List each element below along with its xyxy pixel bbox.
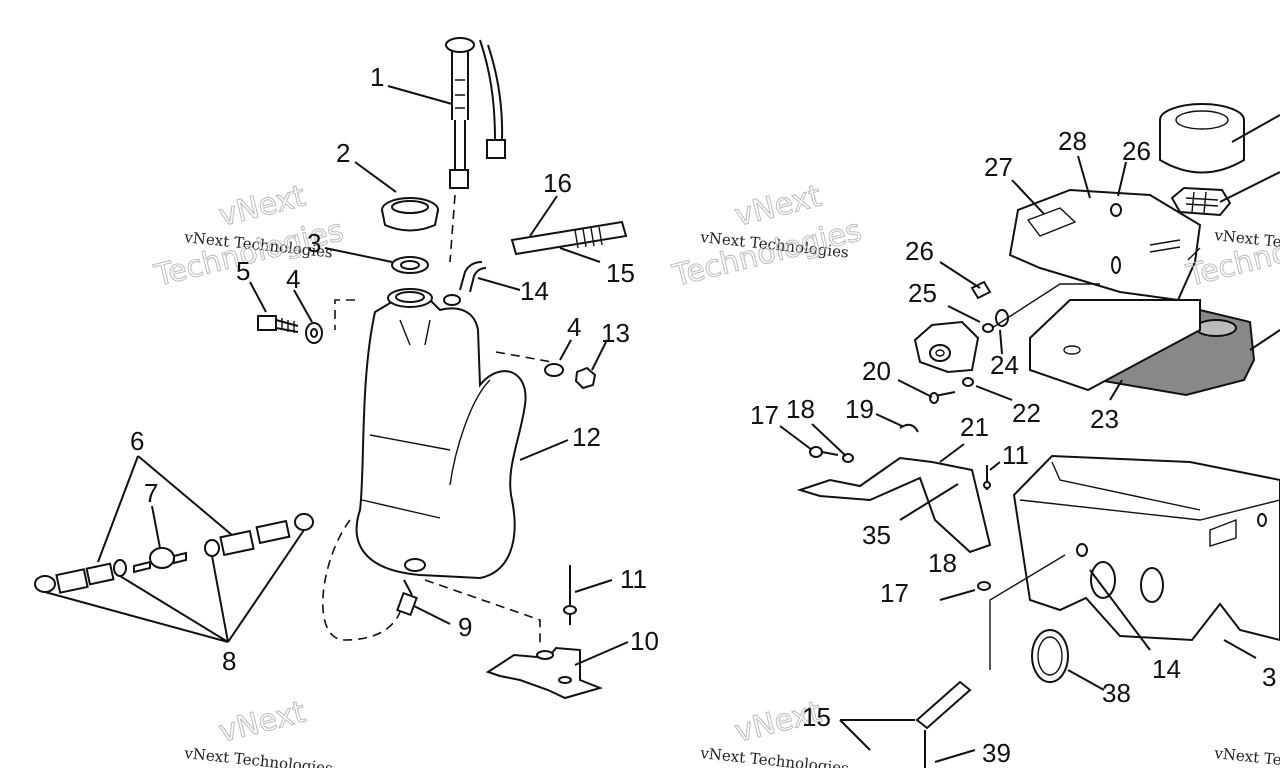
callout-18-bottom: 18 — [928, 548, 957, 578]
watermark-company: vNext Technologies — [1213, 744, 1280, 768]
callout-3: 3 — [307, 228, 321, 258]
drain-hose — [915, 680, 972, 768]
valve-actuator — [913, 320, 980, 374]
watermark-bottom-left: vNext vNext Technologies — [183, 694, 334, 768]
callout-28: 28 — [1058, 126, 1087, 156]
callout-16: 16 — [543, 168, 572, 198]
vent-hose — [510, 220, 628, 256]
callout-13: 13 — [601, 318, 630, 348]
watermark-company: vNext Technologies — [183, 744, 334, 768]
inlet-grommet — [1031, 629, 1069, 683]
callout-35: 35 — [862, 520, 891, 550]
support-bracket — [796, 456, 992, 554]
watermark-bottom-right: vNext Technologies — [1213, 744, 1280, 768]
callout-27: 27 — [984, 152, 1013, 182]
fuel-gauge-sender — [445, 37, 506, 189]
washer-left — [305, 322, 323, 344]
callout-23: 23 — [1090, 404, 1119, 434]
drain-pin — [563, 565, 577, 625]
callout-10: 10 — [630, 626, 659, 656]
washer-right — [544, 363, 564, 377]
callout-22: 22 — [1012, 398, 1041, 428]
watermark-company: vNext Technologies — [699, 744, 850, 768]
callout-15-left: 15 — [606, 258, 635, 288]
callout-6: 6 — [130, 426, 144, 456]
watermark-top-right: vNext vNext Technologies Technologies — [668, 178, 865, 294]
mount-bolt — [257, 315, 299, 333]
watermark-brand: vNext — [215, 695, 309, 750]
routing-lines-right — [989, 283, 1100, 670]
nut — [574, 366, 597, 390]
filter-plate — [1029, 299, 1201, 392]
callout-15-right: 15 — [802, 702, 831, 732]
callouts-left: 1 2 3 5 4 16 15 14 4 13 12 6 7 11 9 10 8 — [130, 62, 659, 676]
callout-26-top: 26 — [1122, 136, 1151, 166]
callout-9: 9 — [458, 612, 472, 642]
callout-7: 7 — [144, 478, 158, 508]
callout-19: 19 — [845, 394, 874, 424]
outlet-fitting — [396, 579, 418, 617]
callout-18-top: 18 — [786, 394, 815, 424]
bracket-left — [485, 646, 604, 700]
callout-26-left: 26 — [905, 236, 934, 266]
callout-1: 1 — [370, 62, 384, 92]
fuel-cap — [381, 197, 439, 232]
callout-20: 20 — [862, 356, 891, 386]
callout-2: 2 — [336, 138, 350, 168]
callout-17-bottom: 17 — [880, 578, 909, 608]
callout-4-left: 4 — [286, 264, 300, 294]
leaders-left — [44, 85, 629, 666]
fuel-tank — [355, 288, 527, 580]
callout-39: 39 — [982, 738, 1011, 768]
cap-gasket — [391, 256, 429, 274]
callout-21: 21 — [960, 412, 989, 442]
callout-5: 5 — [236, 256, 250, 286]
callout-11-right: 11 — [1002, 440, 1029, 470]
callout-25: 25 — [908, 278, 937, 308]
intake-boot — [1159, 103, 1245, 217]
callout-24: 24 — [990, 350, 1019, 380]
airbox-lid — [1008, 188, 1202, 302]
callout-8: 8 — [222, 646, 236, 676]
callout-3-right: 3 — [1262, 662, 1276, 692]
callout-4-right: 4 — [567, 312, 581, 342]
fuel-fitting-elbow — [459, 261, 487, 293]
callout-14-right: 14 — [1152, 654, 1181, 684]
callout-11-left: 11 — [620, 564, 647, 594]
callout-17-top: 17 — [750, 400, 779, 430]
callout-38: 38 — [1102, 678, 1131, 708]
callout-14-left: 14 — [520, 276, 549, 306]
dashed-routing-left — [322, 194, 553, 648]
airbox-base — [1012, 454, 1280, 642]
callout-12: 12 — [572, 422, 601, 452]
leaders-right — [779, 114, 1280, 763]
fuel-line-filter-set — [34, 513, 314, 594]
callouts-right: 28 26 27 26 25 24 20 22 23 17 18 19 21 1… — [750, 126, 1276, 768]
